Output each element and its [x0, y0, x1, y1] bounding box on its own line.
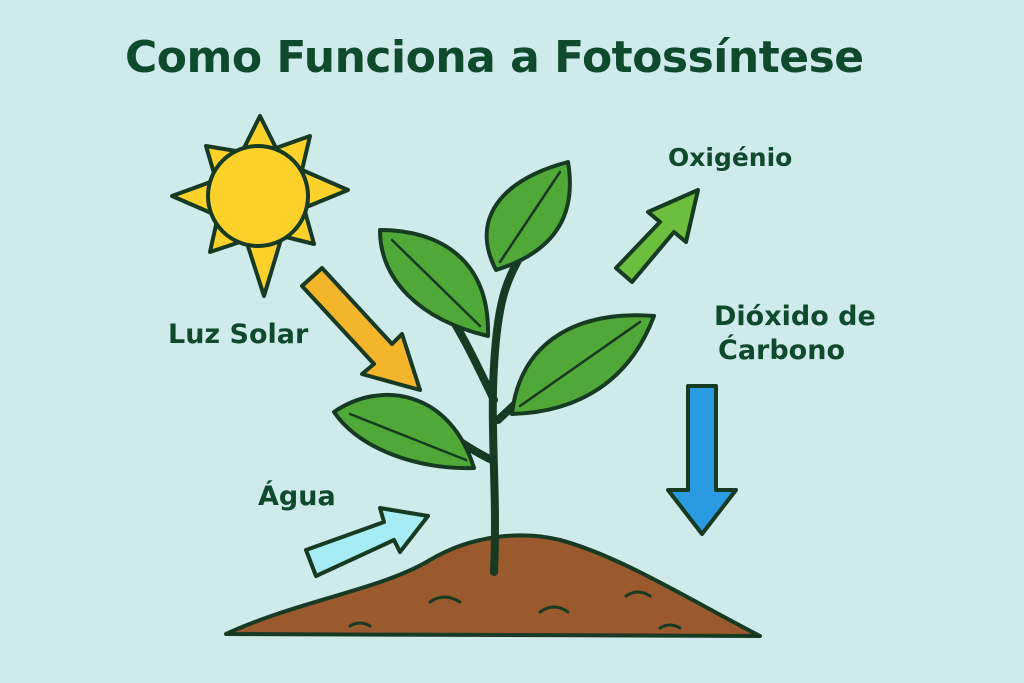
label-carbon-dioxide-line1: Dióxido de	[714, 301, 876, 332]
carbon-dioxide-arrow	[666, 384, 738, 536]
soil	[224, 533, 762, 638]
oxygen-arrow	[614, 188, 700, 284]
label-carbon-dioxide: Dióxido de Ćarbono	[714, 300, 876, 368]
sunlight-arrow	[300, 266, 422, 392]
label-oxygen: Oxigénio	[668, 143, 793, 172]
label-sunlight: Luz Solar	[168, 319, 309, 350]
label-water: Água	[258, 481, 336, 512]
sun-icon	[170, 114, 350, 298]
water-arrow	[304, 506, 430, 578]
diagram-title: Como Funciona a Fotossíntese	[125, 32, 864, 83]
label-carbon-dioxide-line2: Ćarbono	[718, 334, 845, 366]
